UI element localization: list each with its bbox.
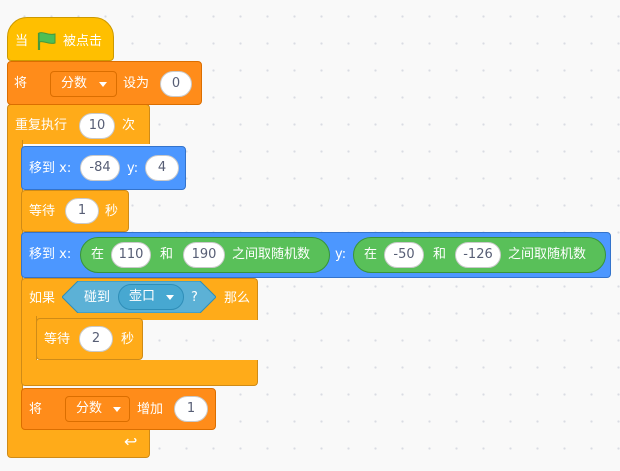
when-flag-clicked-block[interactable]: [7, 17, 114, 61]
variable-dropdown[interactable]: 分数: [65, 396, 130, 422]
repeat-label: 重复执行: [15, 118, 68, 133]
wait-seconds-input[interactable]: 2: [79, 326, 113, 352]
wait-unit: 秒: [121, 332, 135, 347]
if-label: 如果: [29, 291, 56, 306]
touching-label: 碰到: [84, 290, 111, 305]
caret-down-icon: [113, 407, 121, 412]
random-in-label: 在: [91, 247, 105, 262]
random-x-from-input[interactable]: 110: [111, 242, 151, 268]
random-and-label: 和: [160, 247, 174, 262]
change-value-input[interactable]: 1: [174, 396, 208, 422]
set-label: 将: [14, 76, 28, 91]
touch-target-name: 壶口: [129, 289, 156, 304]
random-y-to-input[interactable]: -126: [455, 242, 501, 268]
repeat-unit: 次: [122, 118, 136, 133]
green-flag-icon: [36, 31, 58, 55]
if-footer: [21, 360, 258, 386]
wait-unit: 秒: [105, 204, 119, 219]
caret-down-icon: [99, 82, 107, 87]
goto-label: 移到 x:: [29, 161, 72, 176]
change-label: 将: [29, 402, 43, 417]
question-mark: ?: [191, 290, 198, 305]
if-arm: [21, 316, 37, 364]
random-suffix-label: 之间取随机数: [508, 247, 587, 262]
random-in-label: 在: [364, 247, 378, 262]
variable-dropdown[interactable]: 分数: [50, 71, 117, 97]
then-label: 那么: [224, 291, 251, 306]
repeat-arrow-icon: ↩: [124, 432, 138, 451]
set-value-input[interactable]: 0: [160, 71, 192, 97]
random-x-to-input[interactable]: 190: [183, 242, 225, 268]
variable-name: 分数: [76, 401, 103, 416]
random-and-label: 和: [433, 247, 447, 262]
wait-label: 等待: [44, 332, 71, 347]
wait-label: 等待: [29, 204, 56, 219]
random-y-from-input[interactable]: -50: [384, 242, 424, 268]
random-suffix-label: 之间取随机数: [232, 247, 311, 262]
variable-name: 分数: [61, 76, 88, 91]
wait-block[interactable]: [36, 318, 143, 360]
goto-label: 移到 x:: [29, 247, 72, 262]
repeat-times-input[interactable]: 10: [79, 113, 115, 139]
goto-y-label: y:: [127, 161, 139, 176]
touch-target-dropdown[interactable]: 壶口: [118, 284, 184, 310]
wait-seconds-input[interactable]: 1: [65, 198, 99, 224]
goto-y-input[interactable]: 4: [145, 155, 179, 181]
goto-y-label: y:: [335, 247, 347, 262]
change-by-label: 增加: [137, 402, 164, 417]
when-label: 当: [15, 34, 29, 49]
set-to-label: 设为: [123, 76, 150, 91]
goto-x-input[interactable]: -84: [80, 155, 120, 181]
clicked-label: 被点击: [63, 34, 103, 49]
repeat-footer: [7, 428, 150, 458]
caret-down-icon: [166, 295, 174, 300]
